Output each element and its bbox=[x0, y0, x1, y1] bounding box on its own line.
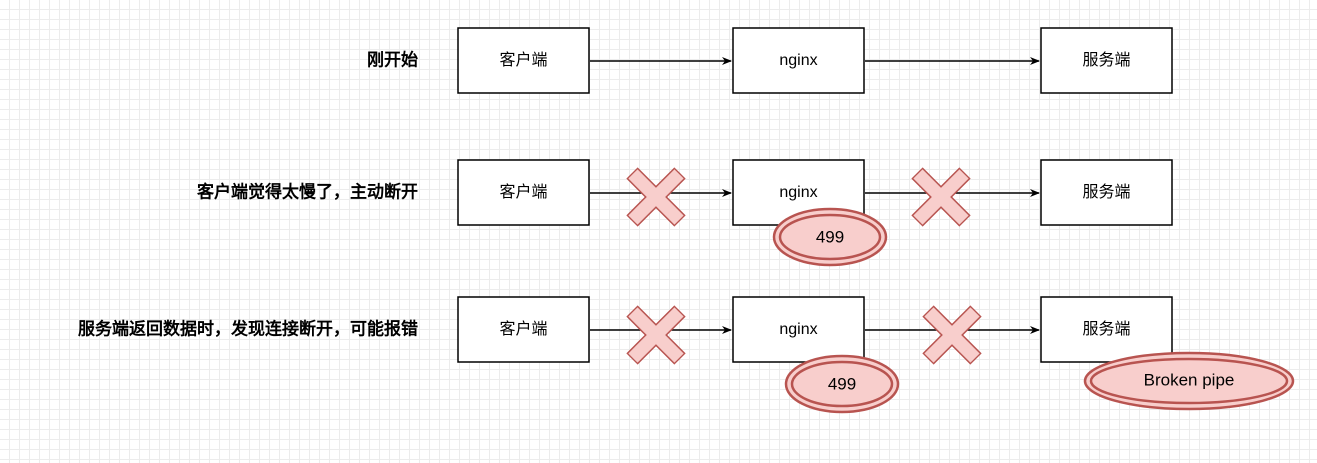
status-badge-text: 499 bbox=[816, 227, 844, 246]
client-node-label: 客户端 bbox=[499, 320, 547, 338]
client-node[interactable]: 客户端 bbox=[457, 159, 590, 226]
cross-icon bbox=[626, 167, 686, 227]
status-badge-499: 499 bbox=[772, 207, 888, 267]
nginx-node-label: nginx bbox=[779, 184, 817, 201]
nginx-node[interactable]: nginx bbox=[732, 27, 865, 94]
client-node[interactable]: 客户端 bbox=[457, 27, 590, 94]
nginx-node-label: nginx bbox=[779, 52, 817, 69]
client-node-label: 客户端 bbox=[499, 51, 547, 69]
server-node[interactable]: 服务端 bbox=[1040, 159, 1173, 226]
cross-icon bbox=[626, 305, 686, 365]
status-badge-499: 499 bbox=[784, 354, 900, 414]
status-badge-text: 499 bbox=[828, 374, 856, 393]
server-node-label: 服务端 bbox=[1082, 51, 1130, 69]
server-node[interactable]: 服务端 bbox=[1040, 27, 1173, 94]
client-node-label: 客户端 bbox=[499, 183, 547, 201]
cross-icon bbox=[922, 305, 982, 365]
nginx-node[interactable]: nginx bbox=[732, 296, 865, 363]
nginx-node-label: nginx bbox=[779, 321, 817, 338]
row-server-broken-pipe: 服务端返回数据时，发现连接断开，可能报错 客户端 nginx 服务端 499 B… bbox=[78, 296, 1295, 414]
error-badge-text: Broken pipe bbox=[1144, 370, 1235, 389]
cross-icon bbox=[911, 167, 971, 227]
server-node[interactable]: 服务端 bbox=[1040, 296, 1173, 363]
client-node[interactable]: 客户端 bbox=[457, 296, 590, 363]
server-node-label: 服务端 bbox=[1082, 320, 1130, 338]
row-label: 客户端觉得太慢了，主动断开 bbox=[196, 181, 418, 201]
error-badge-broken-pipe: Broken pipe bbox=[1083, 351, 1295, 411]
row-client-disconnect: 客户端觉得太慢了，主动断开 客户端 nginx 服务端 499 bbox=[196, 159, 1173, 267]
row-label: 服务端返回数据时，发现连接断开，可能报错 bbox=[78, 318, 418, 338]
server-node-label: 服务端 bbox=[1082, 183, 1130, 201]
row-initial: 刚开始 客户端 nginx 服务端 bbox=[367, 27, 1173, 94]
row-label: 刚开始 bbox=[367, 49, 418, 69]
